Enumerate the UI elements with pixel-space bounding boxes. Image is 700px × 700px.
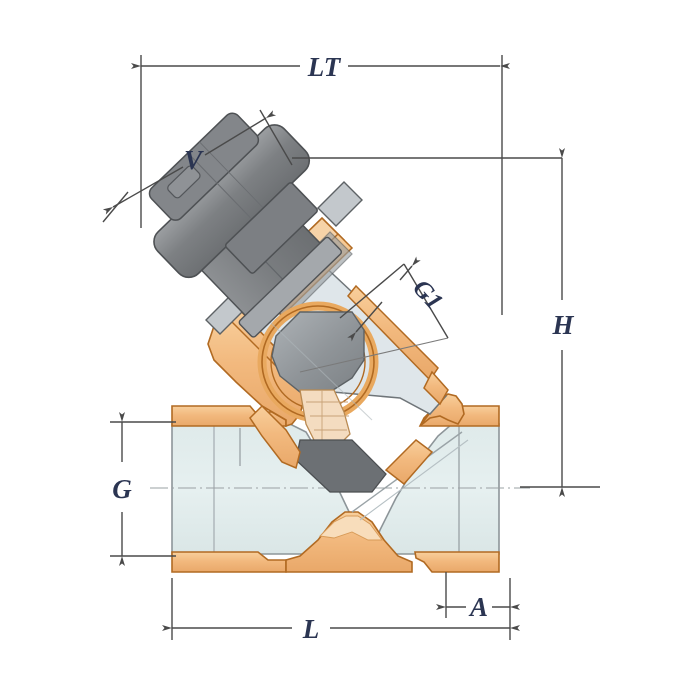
- valve-disc: [271, 311, 365, 393]
- dimension-layer: [102, 55, 600, 640]
- g1-dim-line-b: [399, 256, 421, 281]
- body-skirt-right: [384, 439, 434, 486]
- valve-assembly: [148, 112, 530, 573]
- pipe-right-bore: [373, 423, 500, 555]
- v-dim-line-a: [102, 166, 184, 215]
- disc-guide-line: [269, 321, 373, 421]
- g1-rail-right: [403, 263, 449, 339]
- disc-cone-hatch: [306, 390, 349, 444]
- dim-label-h: H: [551, 310, 574, 340]
- stem-collar: [238, 236, 343, 338]
- body-bottom-bowl: [285, 511, 413, 573]
- v-dim-line-b: [204, 110, 277, 156]
- actuator-split-line: [187, 152, 254, 221]
- actuator-split-line-2: [199, 141, 266, 210]
- dim-label-l: L: [302, 614, 320, 644]
- actuator-hub: [224, 182, 318, 274]
- g1-rail-lower: [299, 337, 449, 373]
- dim-label-lt: LT: [307, 52, 342, 82]
- dim-label-g: G: [112, 474, 132, 504]
- body-skirt-left: [249, 404, 301, 470]
- bonnet-bolt-right: [317, 181, 363, 227]
- dim-label-v: V: [184, 145, 204, 175]
- g1-dim-line-a: [347, 301, 383, 342]
- actuator-top-tab: [167, 165, 201, 199]
- g1-rail-upper: [339, 263, 405, 319]
- v-ext-right: [259, 109, 293, 166]
- body-corner-right: [423, 370, 449, 406]
- seat-passage-line-2: [359, 439, 469, 521]
- disc-cone: [299, 389, 351, 445]
- dim-label-a: A: [468, 592, 488, 622]
- body-bottom-bowl-highlight: [319, 515, 383, 541]
- pipe-right-collar-bottom: [414, 551, 500, 573]
- v-ext-left: [102, 191, 129, 223]
- pipe-left-collar-bottom: [171, 551, 287, 573]
